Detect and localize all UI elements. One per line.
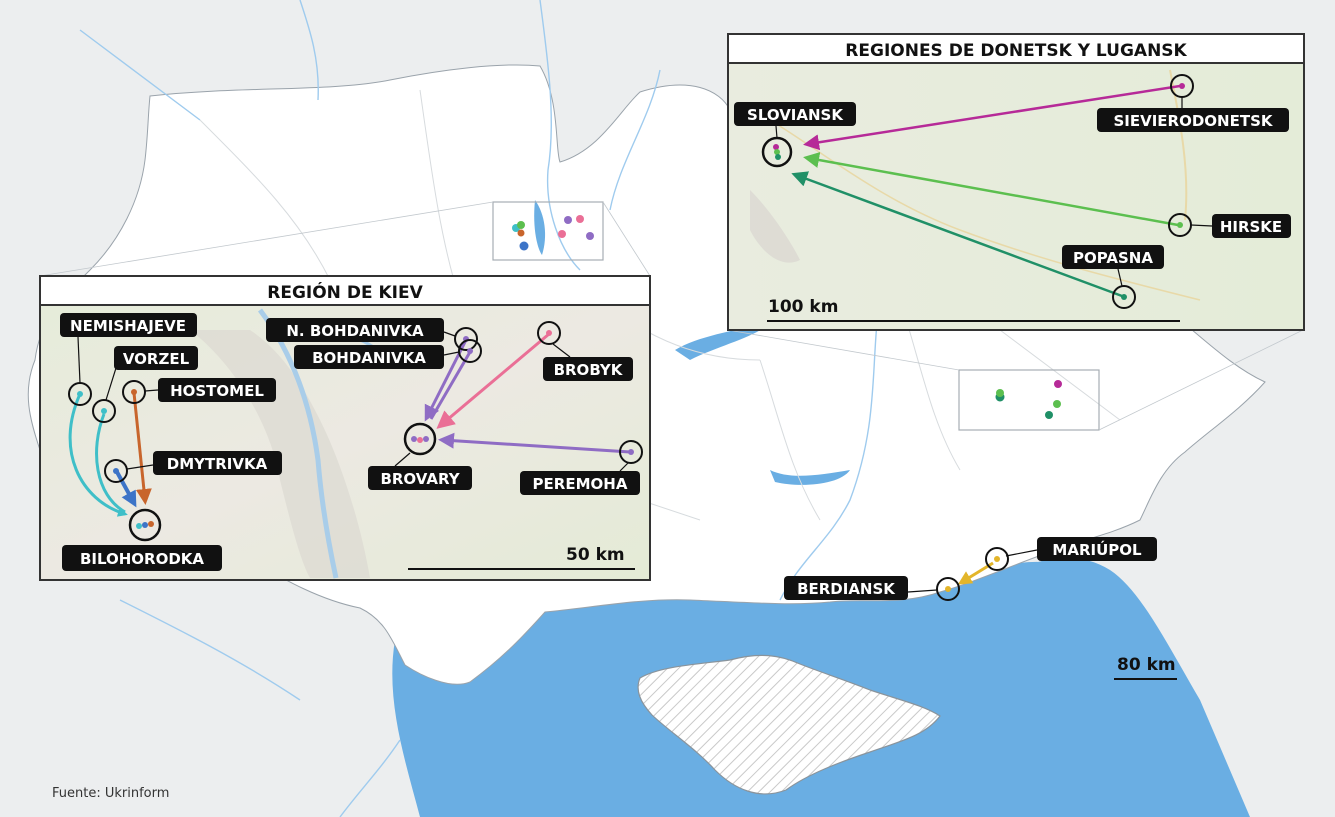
label-popasna-text: POPASNA: [1073, 249, 1153, 267]
arrow-popasna: [791, 171, 1123, 298]
label-hirske-text: HIRSKE: [1220, 218, 1282, 236]
label-hostomel: HOSTOMEL: [158, 378, 276, 402]
kiev-source-box: [492, 201, 604, 261]
donetsk-inset: REGIONES DE DONETSK Y LUGANSK SLOVIANSK …: [727, 33, 1305, 331]
label-sloviansk: SLOVIANSK: [734, 102, 856, 126]
marker-hostomel: [122, 380, 146, 404]
label-bilohorodka: BILOHORODKA: [62, 545, 222, 571]
marker-popasna: [1112, 285, 1136, 309]
kiev-dnieper: [257, 308, 339, 579]
donetsk-connector-left: [727, 329, 960, 371]
marker-brobyk: [537, 321, 561, 345]
arrow-hostomel: [132, 392, 152, 505]
label-popasna: POPASNA: [1062, 245, 1164, 269]
arrow-brobyk: [436, 332, 550, 429]
label-peremoha: PEREMOHA: [520, 471, 640, 495]
label-brovary: BROVARY: [368, 466, 472, 490]
arrow-bohdanivka: [429, 351, 472, 420]
kiev-connector-left: [39, 201, 494, 277]
berdiansk-marker: [936, 577, 960, 601]
label-brovary-text: BROVARY: [380, 470, 460, 488]
donetsk-source-box: [958, 369, 1100, 431]
dnieper-reservoirs: [534, 200, 850, 622]
label-berdiansk-text: BERDIANSK: [797, 580, 896, 598]
marker-bilohorodka: [128, 508, 162, 542]
label-bilohorodka-text: BILOHORODKA: [80, 550, 204, 568]
label-bohdanivka: BOHDANIVKA: [294, 345, 444, 369]
source-text: Fuente: Ukrinform: [52, 786, 169, 801]
label-brobyk-text: BROBYK: [554, 361, 624, 379]
marker-dmytrivka: [104, 459, 128, 483]
label-brobyk: BROBYK: [543, 357, 633, 381]
kiev-scale-label: 50 km: [566, 545, 625, 565]
marker-vorzel: [92, 399, 116, 423]
kiev-source-dots: [512, 215, 594, 251]
label-nemishajeve: NEMISHAJEVE: [60, 313, 197, 337]
kiev-connector-right: [602, 201, 651, 277]
arrow-dmytrivka: [115, 471, 137, 508]
label-berdiansk: BERDIANSK: [784, 576, 908, 600]
marker-bohdanivka: [458, 339, 482, 363]
arrow-sievierodonetsk: [803, 84, 1181, 151]
main-scale-label: 80 km: [1117, 655, 1176, 675]
marker-sloviansk: [761, 136, 793, 168]
label-vorzel-text: VORZEL: [123, 350, 190, 368]
mariupol-marker: [985, 547, 1009, 571]
label-dmytrivka: DMYTRIVKA: [153, 451, 282, 475]
label-mariupol-text: MARIÚPOL: [1052, 540, 1142, 559]
label-hirske: HIRSKE: [1212, 214, 1291, 238]
label-sloviansk-text: SLOVIANSK: [747, 106, 844, 124]
arrow-vorzel: [95, 413, 126, 514]
sea-of-azov: [905, 561, 1091, 699]
label-sievierodonetsk: SIEVIERODONETSK: [1097, 108, 1289, 132]
arrow-hirske: [803, 152, 1179, 227]
label-n-bohdanivka-text: N. BOHDANIVKA: [286, 322, 424, 340]
label-peremoha-text: PEREMOHA: [533, 475, 628, 493]
arrow-peremoha: [438, 432, 631, 454]
label-bohdanivka-text: BOHDANIVKA: [312, 349, 426, 367]
label-mariupol: MARIÚPOL: [1037, 537, 1157, 561]
arrow-nemishajeve: [68, 393, 128, 517]
crimea: [637, 654, 941, 795]
label-sievierodonetsk-text: SIEVIERODONETSK: [1113, 112, 1273, 130]
kiev-inset-title: REGIÓN DE KIEV: [267, 281, 423, 303]
marker-brovary: [403, 422, 437, 456]
donetsk-inset-title: REGIONES DE DONETSK Y LUGANSK: [845, 41, 1187, 61]
label-n-bohdanivka: N. BOHDANIVKA: [266, 318, 444, 342]
marker-peremoha: [619, 440, 643, 464]
donetsk-source-dots: [995, 380, 1062, 419]
donetsk-connector-right: [1098, 329, 1304, 431]
label-vorzel: VORZEL: [114, 346, 198, 370]
label-nemishajeve-text: NEMISHAJEVE: [70, 317, 186, 335]
label-dmytrivka-text: DMYTRIVKA: [167, 455, 268, 473]
kiev-inset: REGIÓN DE KIEV NEMISHAJEVE VORZEL HOSTOM…: [39, 275, 651, 581]
mariupol-route: [936, 547, 1009, 601]
donetsk-scale-label: 100 km: [768, 297, 838, 317]
label-hostomel-text: HOSTOMEL: [170, 382, 264, 400]
